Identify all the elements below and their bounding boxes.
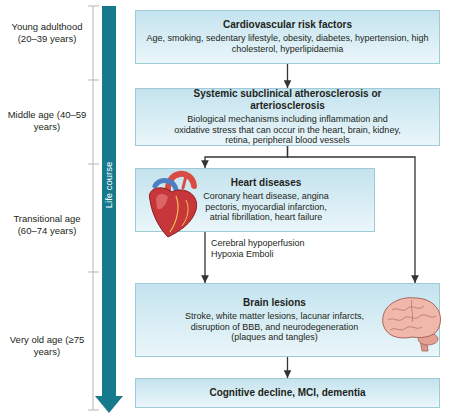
box-body: Stroke, white matter lesions, lacunar in… [178,311,371,343]
axis-label: Life course [103,145,115,225]
box-body: Coronary heart disease, angina pectoris,… [202,191,330,223]
bracket-tick [88,6,99,7]
box-body: Biological mechanisms including inflamma… [170,114,405,146]
stage-label: Middle age (40–59 years) [3,109,91,133]
arrow-shaft [102,6,116,398]
bracket-tick [88,80,99,81]
box-heading: Heart diseases [231,177,302,189]
box-heading: Brain lesions [243,297,306,309]
arrow-head [95,396,123,413]
connector-label: Cerebral hypoperfusion Hypoxia Emboli [211,238,323,260]
outcome-box: Cognitive decline, MCI, dementia [135,378,440,408]
bracket-tick [88,164,99,165]
brain-lesion-box: Brain lesionsStroke, white matter lesion… [135,283,440,357]
life-course-arrow [95,6,123,413]
box-body: Age, smoking, sedentary lifestyle, obesi… [146,33,429,54]
stage-label: Young adulthood (20–39 years) [3,21,91,45]
box-heading: Systemic subclinical atherosclerosis or … [170,88,405,112]
stage-label: Transitional age (60–74 years) [3,213,91,237]
stage-bracket [88,6,99,410]
bracket-line [93,6,94,410]
stage-label: Very old age (≥75 years) [3,334,91,358]
arrow-connector [205,146,288,168]
box-heading: Cognitive decline, MCI, dementia [209,387,365,399]
mechanism-box: Systemic subclinical atherosclerosis or … [135,88,440,146]
arrow-connector [287,357,288,378]
arrow-connector [287,64,288,88]
bracket-tick [88,272,99,273]
bracket-tick [88,410,99,411]
arrow-connector [204,232,205,283]
heart-disease-box: Heart diseasesCoronary heart disease, an… [135,168,375,232]
risk-factor-box: Cardiovascular risk factorsAge, smoking,… [135,10,440,64]
box-heading: Cardiovascular risk factors [223,19,352,31]
